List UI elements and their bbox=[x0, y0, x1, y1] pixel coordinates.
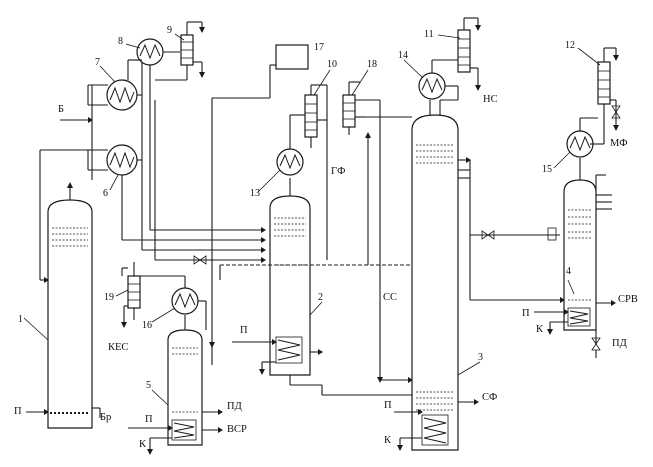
stream-k-col5: К bbox=[139, 439, 147, 450]
label-17: 17 bbox=[314, 42, 324, 53]
stream-br: Бр bbox=[100, 412, 111, 423]
stream-ss: СС bbox=[383, 292, 397, 303]
label-15: 15 bbox=[542, 164, 552, 175]
label-7: 7 bbox=[95, 57, 100, 68]
stream-pd-col4: ПД bbox=[612, 338, 627, 349]
heat-exchanger-13 bbox=[276, 148, 304, 176]
heat-exchanger-7 bbox=[106, 79, 138, 111]
column-4 bbox=[563, 179, 597, 331]
label-16: 16 bbox=[142, 320, 152, 331]
separator-12 bbox=[597, 61, 611, 105]
heat-exchanger-8 bbox=[136, 38, 164, 66]
label-18: 18 bbox=[367, 59, 377, 70]
label-11: 11 bbox=[424, 29, 434, 40]
separator-11 bbox=[457, 29, 471, 73]
label-19: 19 bbox=[104, 292, 114, 303]
stream-sf: СФ bbox=[482, 392, 497, 403]
label-column-2: 2 bbox=[318, 292, 323, 303]
stream-kes: КЕС bbox=[108, 342, 128, 353]
label-8: 8 bbox=[118, 36, 123, 47]
label-13: 13 bbox=[250, 188, 260, 199]
stream-p-col5: П bbox=[145, 414, 153, 425]
separator-10 bbox=[304, 94, 318, 138]
column-3 bbox=[411, 114, 459, 451]
heat-exchanger-15 bbox=[566, 130, 594, 158]
separator-18 bbox=[342, 94, 356, 128]
stream-p-col3: П bbox=[384, 400, 392, 411]
stream-vsr: ВСР bbox=[227, 424, 247, 435]
stream-k-col3: К bbox=[384, 435, 392, 446]
unit-17 bbox=[275, 44, 309, 70]
column-5 bbox=[167, 329, 203, 446]
label-column-5: 5 bbox=[146, 380, 151, 391]
label-12: 12 bbox=[565, 40, 575, 51]
stream-p-col2: П bbox=[240, 325, 248, 336]
stream-ns: НС bbox=[483, 94, 498, 105]
label-column-1: 1 bbox=[18, 314, 23, 325]
stream-b: Б bbox=[58, 104, 64, 115]
stream-pd-col5: ПД bbox=[227, 401, 242, 412]
stream-gf: ГФ bbox=[331, 166, 345, 177]
label-14: 14 bbox=[398, 50, 408, 61]
heat-exchanger-14 bbox=[418, 72, 446, 100]
label-6: 6 bbox=[103, 188, 108, 199]
separator-19 bbox=[127, 275, 141, 309]
stream-p-col4: П bbox=[522, 308, 530, 319]
heat-exchanger-16 bbox=[171, 287, 199, 315]
stream-p-col1: П bbox=[14, 406, 22, 417]
column-2 bbox=[269, 195, 311, 376]
label-column-3: 3 bbox=[478, 352, 483, 363]
stream-mf: МФ bbox=[610, 138, 628, 149]
label-column-4: 4 bbox=[566, 266, 571, 277]
stream-srv: СРВ bbox=[618, 294, 638, 305]
heat-exchanger-6 bbox=[106, 144, 138, 176]
label-10: 10 bbox=[327, 59, 337, 70]
stream-k-col4: К bbox=[536, 324, 544, 335]
label-9: 9 bbox=[167, 25, 172, 36]
column-1 bbox=[47, 199, 93, 429]
